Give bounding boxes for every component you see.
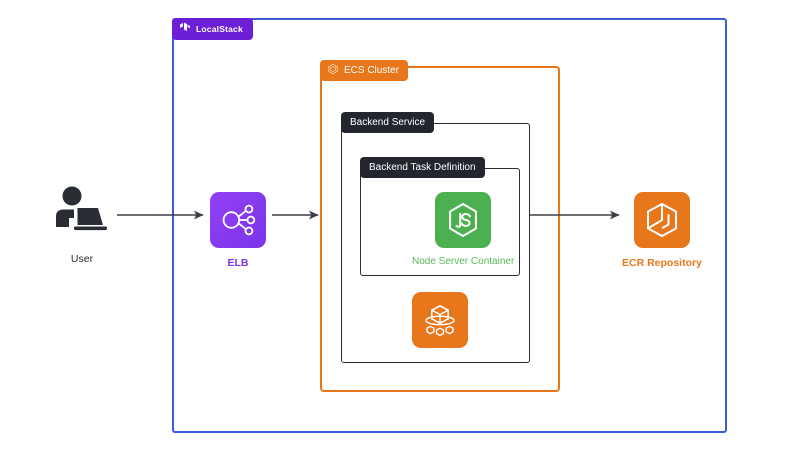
- localstack-badge: LocalStack: [172, 18, 253, 40]
- node-node-server-container[interactable]: Node Server Container: [412, 192, 514, 267]
- ecs-cluster-boundary: [320, 66, 560, 392]
- backend-task-definition-label: Backend Task Definition: [369, 162, 476, 173]
- ecr-container-cube-icon: [633, 192, 690, 248]
- nodejs-hexagon-icon: [435, 192, 492, 248]
- ecs-cluster-badge: ECS Cluster: [320, 60, 409, 81]
- ecs-task-cubes-icon: [412, 292, 468, 348]
- node-node-server-container-label: Node Server Container: [412, 256, 515, 267]
- localstack-boundary: [172, 18, 727, 433]
- node-elb-label: ELB: [227, 257, 249, 269]
- backend-service-badge: Backend Service: [341, 112, 435, 133]
- node-user-label: User: [70, 253, 94, 265]
- ecs-cluster-label: ECS Cluster: [344, 65, 400, 76]
- node-elb[interactable]: ELB: [210, 192, 266, 269]
- localstack-logo-icon: [179, 20, 191, 38]
- node-user[interactable]: User: [50, 186, 114, 265]
- node-ecr-repository[interactable]: ECR Repository: [622, 192, 702, 269]
- node-ecr-repository-label: ECR Repository: [622, 257, 702, 269]
- node-ecs-task[interactable]: [412, 292, 468, 357]
- backend-task-definition-badge: Backend Task Definition: [360, 157, 485, 178]
- backend-service-boundary: [341, 123, 530, 363]
- elastic-load-balancer-icon: [210, 192, 266, 248]
- user-with-laptop-icon: [50, 186, 114, 241]
- localstack-label: LocalStack: [196, 24, 243, 34]
- backend-service-label: Backend Service: [350, 117, 426, 128]
- ecs-cluster-hexagon-icon: [327, 62, 339, 80]
